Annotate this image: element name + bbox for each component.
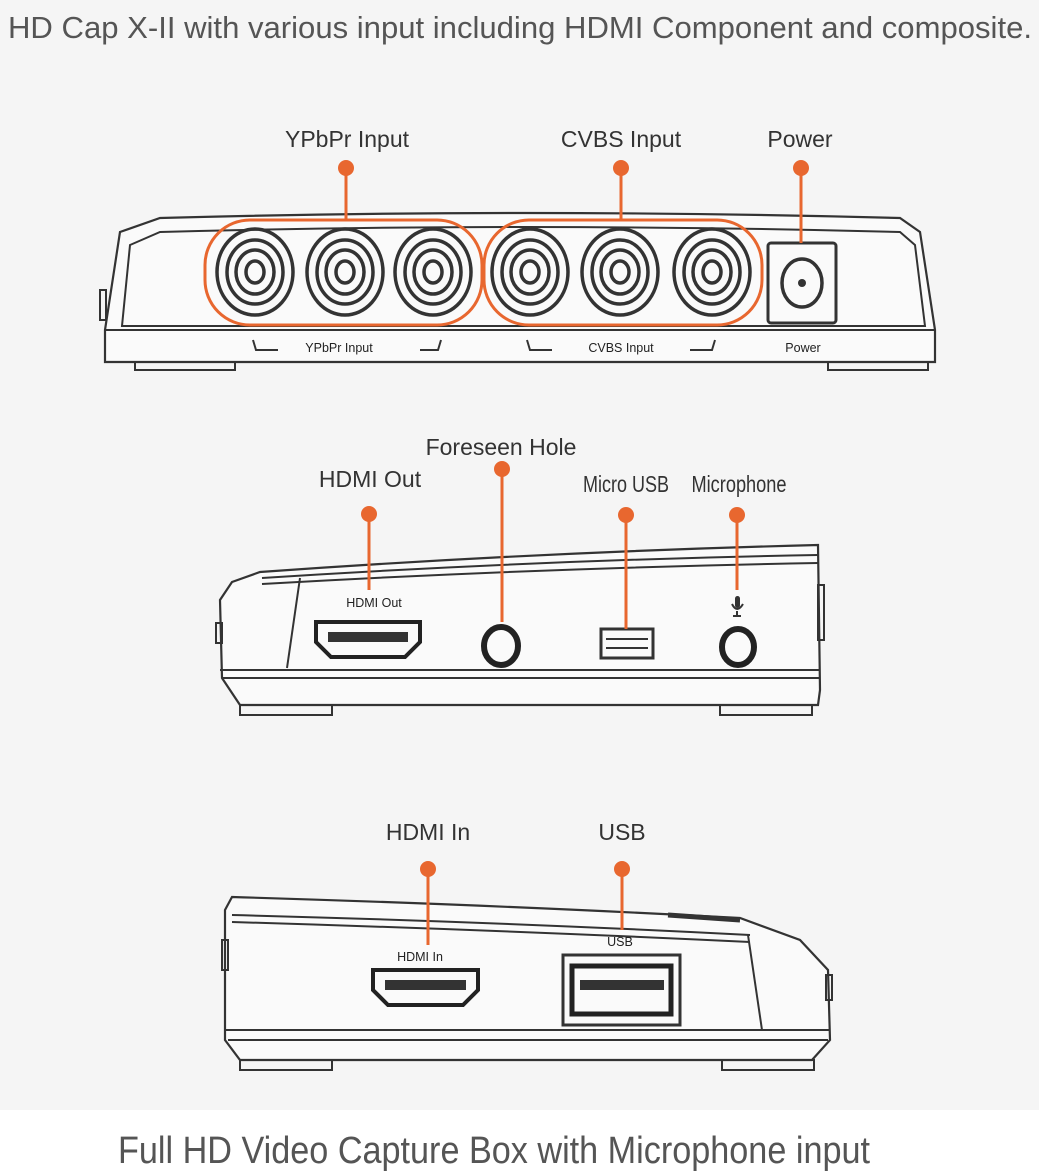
svg-text:HDMI In: HDMI In [386, 819, 470, 845]
printed-label-hdmi-out: HDMI Out [346, 596, 402, 610]
printed-label-cvbs: CVBS Input [588, 341, 654, 355]
svg-text:YPbPr Input: YPbPr Input [285, 126, 410, 152]
svg-text:Power: Power [767, 126, 833, 152]
usb-port [561, 953, 682, 1027]
callout-foreseen-hole: Foreseen Hole [426, 434, 577, 622]
left-side-device: HDMI Out [215, 543, 825, 716]
microphone-jack [719, 626, 757, 668]
callout-microphone: Microphone [692, 471, 787, 590]
hdmi-out-port [314, 620, 422, 659]
svg-text:CVBS Input: CVBS Input [561, 126, 682, 152]
svg-text:USB: USB [598, 819, 645, 845]
svg-text:Microphone: Microphone [692, 471, 787, 497]
microphone-icon [731, 596, 744, 617]
printed-label-hdmi-in: HDMI In [397, 950, 443, 964]
printed-label-power: Power [785, 341, 820, 355]
callout-hdmi-in: HDMI In [386, 819, 470, 945]
page-title: HD Cap X-II with various input including… [8, 10, 1032, 45]
hdmi-in-port [371, 968, 480, 1007]
ypbpr-rca-jacks [215, 227, 473, 317]
callout-micro-usb: Micro USB [583, 471, 669, 629]
svg-text:Foreseen Hole: Foreseen Hole [426, 434, 577, 460]
svg-text:Micro USB: Micro USB [583, 471, 669, 497]
printed-label-usb: USB [607, 935, 633, 949]
callout-hdmi-out: HDMI Out [319, 466, 422, 590]
ypbpr-highlight [203, 218, 484, 327]
callout-ypbpr-input: YPbPr Input [285, 126, 410, 220]
rear-view-device: YPbPr Input CVBS Input Power [99, 211, 937, 371]
callout-power: Power [767, 126, 833, 243]
callout-cvbs-input: CVBS Input [561, 126, 682, 220]
callout-usb: USB [598, 819, 646, 930]
cvbs-highlight [482, 218, 764, 327]
foreseen-hole [481, 624, 521, 668]
printed-label-ypbpr: YPbPr Input [305, 341, 373, 355]
cvbs-rca-jacks [490, 227, 752, 317]
svg-text:HDMI Out: HDMI Out [319, 466, 422, 492]
caption: Full HD Video Capture Box with Microphon… [118, 1130, 870, 1172]
right-side-device: HDMI In USB [221, 895, 833, 1071]
